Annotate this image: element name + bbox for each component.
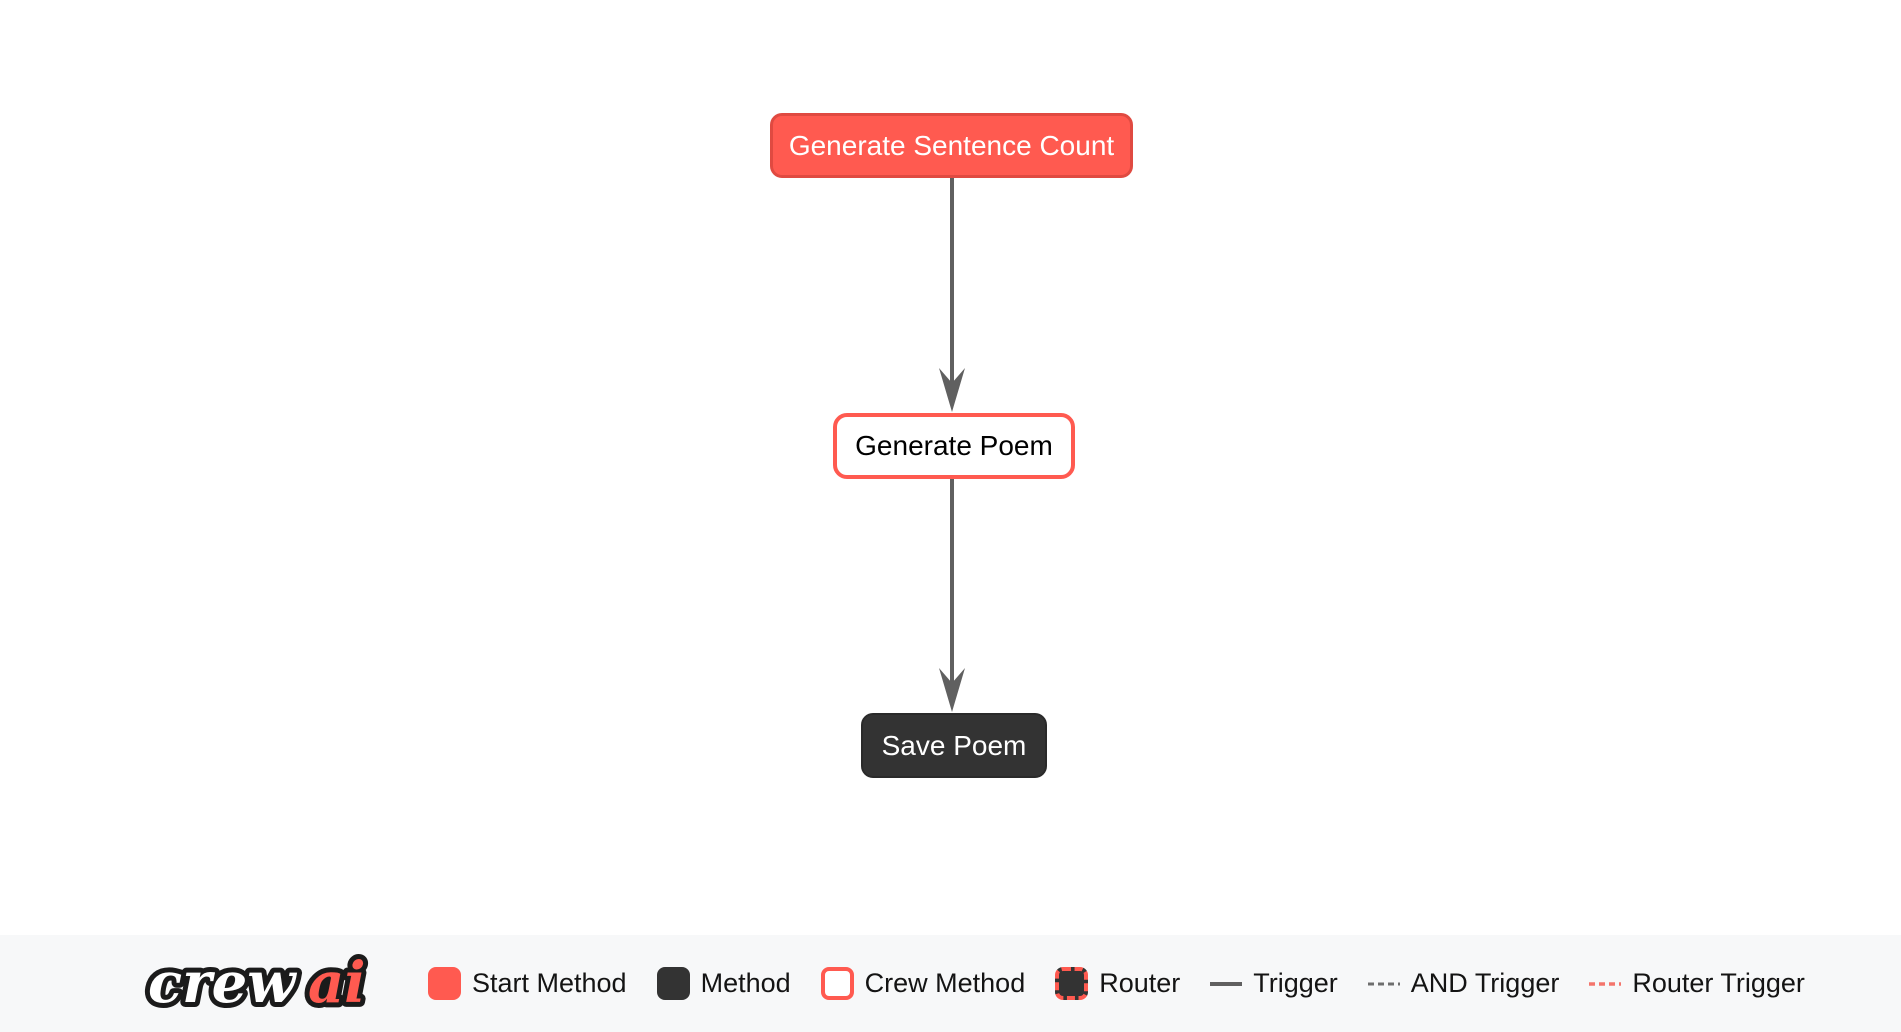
start-method-swatch-icon xyxy=(428,967,461,1000)
trigger-line-icon xyxy=(1210,981,1243,986)
legend-label: AND Trigger xyxy=(1410,968,1560,998)
crewai-logo: crew ai xyxy=(143,950,371,1018)
crewai-logo-crew: crew xyxy=(148,950,297,1016)
method-swatch-icon xyxy=(656,967,690,1000)
router-trigger-line-icon xyxy=(1589,981,1622,986)
legend-bar: crew ai Start Method Method Crew Method … xyxy=(0,935,1901,1032)
router-swatch-icon xyxy=(1055,967,1089,1000)
legend-item-and-trigger: AND Trigger xyxy=(1367,968,1560,999)
trigger-edge xyxy=(939,178,965,412)
and-trigger-line-icon xyxy=(1367,982,1400,985)
legend-item-crew-method: Crew Method xyxy=(820,967,1026,1000)
arrowhead-icon xyxy=(939,368,965,412)
legend-label: Trigger xyxy=(1253,968,1338,998)
arrowhead-icon xyxy=(939,668,965,712)
flow-canvas[interactable]: Generate Sentence Count Generate Poem Sa… xyxy=(0,0,1901,935)
legend-item-router-trigger: Router Trigger xyxy=(1589,968,1805,999)
legend-label: Router xyxy=(1099,968,1181,998)
node-generate-poem[interactable]: Generate Poem xyxy=(833,413,1075,479)
node-generate-sentence-count[interactable]: Generate Sentence Count xyxy=(770,113,1133,178)
crew-method-swatch-icon xyxy=(820,967,854,1000)
legend-item-trigger: Trigger xyxy=(1210,968,1338,999)
legend-label: Method xyxy=(700,968,791,998)
legend-label: Router Trigger xyxy=(1632,968,1805,998)
legend-item-start-method: Start Method xyxy=(428,967,627,1000)
legend-item-method: Method xyxy=(656,967,791,1000)
legend-label: Crew Method xyxy=(864,968,1026,998)
legend-label: Start Method xyxy=(472,968,627,998)
trigger-edge xyxy=(939,479,965,712)
crewai-logo-ai: ai xyxy=(308,950,366,1016)
legend-item-router: Router xyxy=(1055,967,1180,1000)
node-save-poem[interactable]: Save Poem xyxy=(861,713,1047,778)
